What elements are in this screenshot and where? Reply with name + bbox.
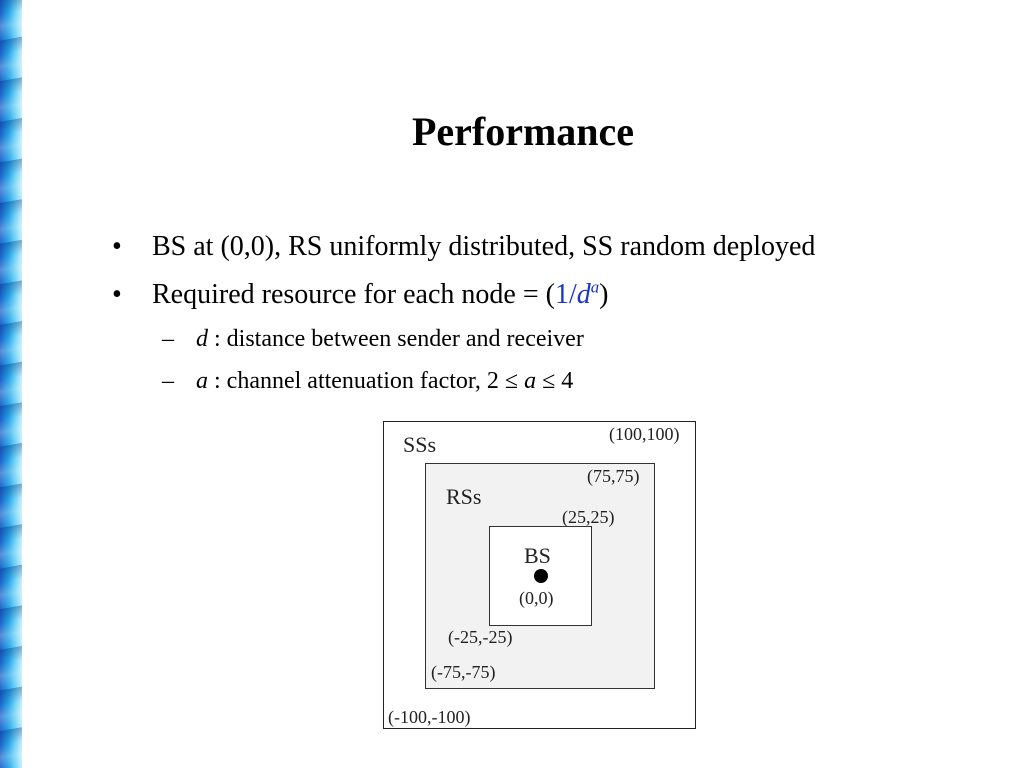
rs-region: RSs (75,75) (25,25) (-25,-25) (-75,-75) (425, 463, 655, 689)
resource-text-suffix: ) (599, 279, 609, 310)
bullet-dot: • (112, 231, 122, 262)
sub-bullet-text: a : channel attenuation factor, 2 ≤ a ≤ … (196, 368, 574, 394)
variable-a: a (524, 368, 537, 394)
ss-region-label: SSs (403, 432, 437, 457)
sub-bullet-dash: – (162, 326, 174, 352)
bs-top-right-coord: (25,25) (562, 507, 615, 527)
center-coord: (0,0) (519, 588, 554, 608)
formula-variable: d (576, 279, 591, 310)
rs-region-label: RSs (446, 484, 482, 509)
bs-bottom-left-coord: (-25,-25) (448, 627, 513, 647)
bullet-dot: • (112, 279, 122, 310)
sub-bullet-attenuation: – a : channel attenuation factor, 2 ≤ a … (112, 366, 992, 408)
bullet-item-deployment: • BS at (0,0), RS uniformly distributed,… (112, 228, 992, 276)
formula-exponent: a (590, 277, 600, 297)
rs-bottom-left-coord: (-75,-75) (431, 662, 496, 682)
sub-bullet-dash: – (162, 368, 174, 394)
sub-bullet-distance: – d : distance between sender and receiv… (112, 324, 992, 366)
ss-bottom-left-coord: (-100,-100) (388, 707, 471, 727)
ss-top-right-coord: (100,100) (609, 424, 680, 444)
bullet-item-resource: • Required resource for each node = (1/d… (112, 276, 992, 324)
bullet-list: • BS at (0,0), RS uniformly distributed,… (112, 228, 992, 408)
resource-text-prefix: Required resource for each node = ( (152, 279, 555, 310)
variable-d: d (196, 326, 208, 352)
base-station-dot (534, 569, 548, 583)
bs-label: BS (524, 543, 551, 568)
rs-top-right-coord: (75,75) (587, 466, 640, 486)
side-decorative-stripe (0, 0, 22, 768)
formula-numerator: 1/ (554, 279, 577, 310)
slide-title: Performance (411, 109, 635, 154)
bullet-text: Required resource for each node = (1/da) (152, 276, 608, 314)
bullet-text: BS at (0,0), RS uniformly distributed, S… (152, 231, 816, 262)
sub-bullet-text: d : distance between sender and receiver (196, 326, 584, 352)
variable-a: a (196, 368, 208, 394)
deployment-diagram: SSs (100,100) RSs (75,75) (25,25) (-25,-… (383, 421, 696, 729)
